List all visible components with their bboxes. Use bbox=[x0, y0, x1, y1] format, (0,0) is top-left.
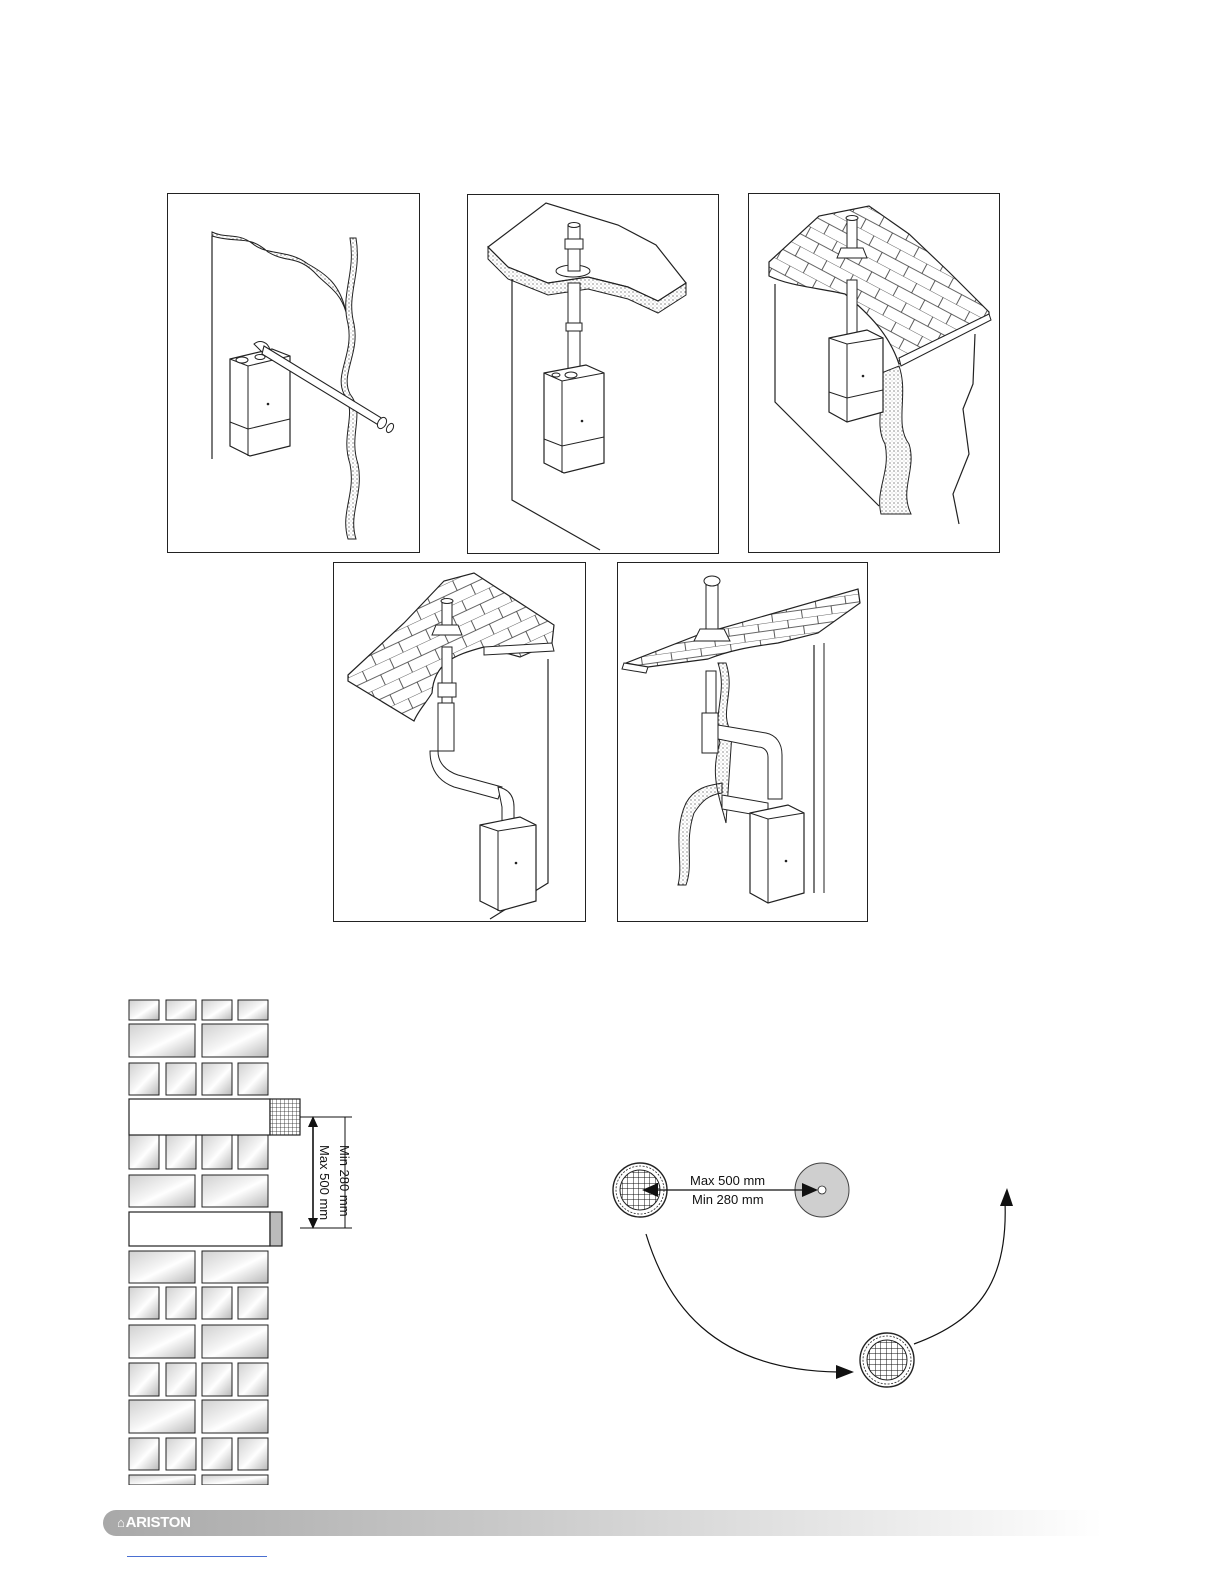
brick bbox=[202, 1287, 232, 1319]
brick bbox=[202, 1438, 232, 1470]
brick bbox=[166, 1363, 196, 1396]
terminal-rotation-illustration: Max 500 mm Min 280 mm bbox=[600, 1150, 1030, 1400]
installation-figure-offset-through-wall bbox=[617, 562, 868, 922]
brick bbox=[166, 1438, 196, 1470]
brick bbox=[202, 1000, 232, 1020]
vertical-pitched-roof-illustration bbox=[749, 194, 1001, 554]
offset-pitched-roof-illustration bbox=[334, 563, 587, 923]
vertical-max-label: Max 500 mm bbox=[317, 1145, 332, 1220]
brick bbox=[129, 1325, 195, 1358]
brick bbox=[202, 1251, 268, 1283]
brick bbox=[238, 1135, 268, 1169]
rotation-arc-left bbox=[646, 1234, 838, 1372]
brick bbox=[202, 1135, 232, 1169]
brick bbox=[238, 1000, 268, 1020]
horizontal-wall-illustration bbox=[168, 194, 421, 554]
brick bbox=[129, 1024, 195, 1057]
upper-terminal-grille bbox=[270, 1099, 300, 1135]
brick bbox=[238, 1287, 268, 1319]
offset-through-wall-illustration bbox=[618, 563, 869, 923]
brick bbox=[202, 1363, 232, 1396]
brick bbox=[129, 1438, 159, 1470]
installation-figure-horizontal-wall bbox=[167, 193, 420, 553]
brick bbox=[129, 1287, 159, 1319]
brick bbox=[129, 1063, 159, 1095]
footer-brand-bar: ⌂ARISTON bbox=[103, 1510, 1103, 1536]
brick bbox=[129, 1251, 195, 1283]
brand-name: ARISTON bbox=[126, 1514, 191, 1531]
brick bbox=[238, 1063, 268, 1095]
ariston-logo: ⌂ARISTON bbox=[117, 1514, 191, 1531]
horizontal-max-label: Max 500 mm bbox=[690, 1173, 765, 1188]
brick bbox=[202, 1024, 268, 1057]
brick bbox=[166, 1135, 196, 1169]
brick bbox=[129, 1135, 159, 1169]
brick bbox=[166, 1287, 196, 1319]
brick bbox=[202, 1475, 268, 1485]
installation-figure-vertical-pitched-roof bbox=[748, 193, 1000, 553]
vertical-terminal-spacing-diagram: Max 500 mm Min 280 mm bbox=[120, 995, 360, 1485]
rotation-arc-right bbox=[914, 1202, 1005, 1344]
brick bbox=[166, 1063, 196, 1095]
brick bbox=[129, 1000, 159, 1020]
brick bbox=[202, 1175, 268, 1207]
horizontal-terminal-spacing-diagram: Max 500 mm Min 280 mm bbox=[600, 1150, 1030, 1400]
brick-wall-illustration: Max 500 mm Min 280 mm bbox=[120, 995, 360, 1485]
terminal-grille-bottom bbox=[860, 1333, 914, 1387]
brick bbox=[129, 1175, 195, 1207]
installation-figure-vertical-flat-roof bbox=[467, 194, 719, 554]
house-icon: ⌂ bbox=[117, 1515, 125, 1530]
brick bbox=[202, 1325, 268, 1358]
installation-figure-offset-pitched-roof bbox=[333, 562, 586, 922]
brick bbox=[129, 1400, 195, 1433]
brick bbox=[166, 1000, 196, 1020]
lower-terminal bbox=[129, 1212, 270, 1246]
brick bbox=[238, 1363, 268, 1396]
brick bbox=[202, 1400, 268, 1433]
lower-terminal-end bbox=[270, 1212, 282, 1246]
brick bbox=[202, 1063, 232, 1095]
footer-link-underline[interactable] bbox=[127, 1556, 267, 1557]
vertical-flat-roof-illustration bbox=[468, 195, 720, 555]
horizontal-min-label: Min 280 mm bbox=[692, 1192, 764, 1207]
brick bbox=[129, 1475, 195, 1485]
upper-terminal bbox=[129, 1099, 270, 1135]
vertical-min-label: Min 280 mm bbox=[337, 1145, 352, 1217]
brick bbox=[129, 1363, 159, 1396]
brick bbox=[238, 1438, 268, 1470]
